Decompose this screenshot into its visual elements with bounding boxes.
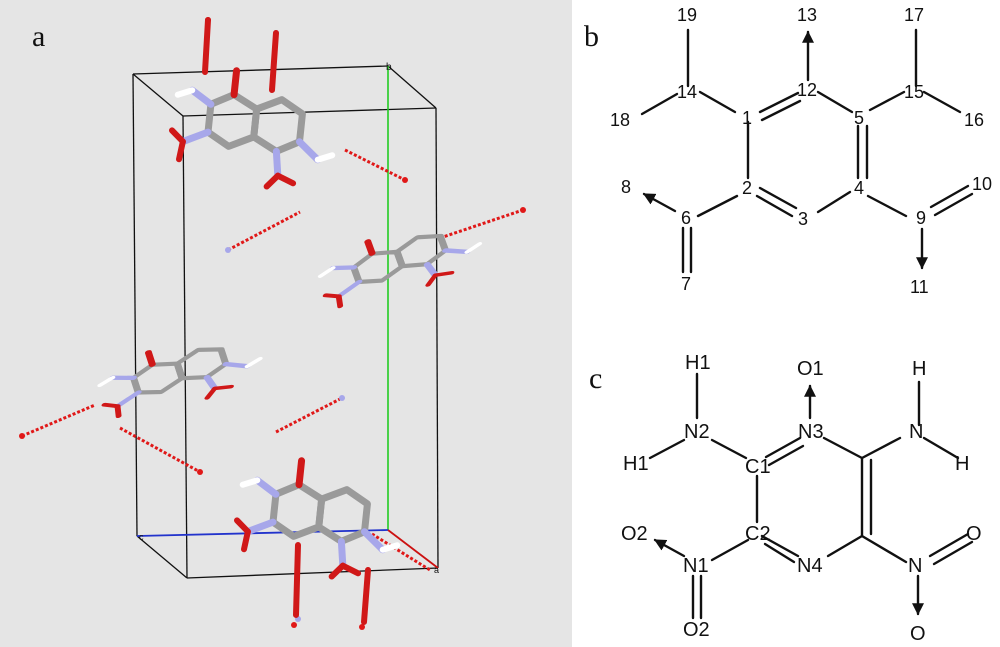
atom-17: 17: [904, 5, 924, 25]
atom-o1: O1: [797, 358, 824, 380]
atom-11: 11: [910, 277, 929, 297]
a-axis-label: a: [434, 565, 439, 575]
hydrogen-bonds: [21, 148, 524, 572]
panel-a-label: a: [32, 20, 46, 53]
atom-o2-left: O2: [621, 523, 648, 545]
panel-b-skeleton: [640, 28, 974, 274]
atom-14: 14: [677, 82, 697, 102]
panel-b-atom-labels: 19 14 18 1 13 12 5 17 15 16 2 4 3 8 6 7 …: [610, 5, 992, 297]
atom-n3: N3: [798, 421, 824, 443]
b-axis-label: b: [386, 62, 392, 73]
atom-n2: N2: [684, 421, 710, 443]
atom-10: 10: [972, 174, 992, 194]
atom-7: 7: [681, 274, 691, 294]
atom-12: 12: [797, 80, 817, 100]
panel-c-label: c: [589, 362, 603, 395]
unit-cell-view: b c a: [19, 17, 526, 630]
atom-n1: N1: [683, 555, 709, 577]
atom-h1-top: H1: [685, 352, 711, 374]
atom-h-top: H: [912, 358, 926, 380]
atom-n-nitro: N: [908, 555, 922, 577]
panel-c-atom-labels: H1 N2 H1 C1 N3 O1 H N H C2 N4 O2 N1 O2 N…: [621, 352, 982, 645]
atom-5: 5: [854, 108, 864, 128]
panel-c-skeleton: [648, 372, 974, 620]
c-axis-label: c: [139, 532, 144, 542]
atom-18: 18: [610, 110, 630, 130]
atom-2: 2: [742, 178, 752, 198]
atom-15: 15: [904, 82, 924, 102]
atom-1: 1: [742, 108, 752, 128]
panel-a-crystal-packing: a: [0, 0, 572, 647]
c-axis-line: [136, 529, 389, 537]
atom-n-amine: N: [909, 421, 923, 443]
atom-o-right: O: [966, 523, 982, 545]
panel-b-label: b: [584, 20, 599, 53]
atom-9: 9: [916, 208, 926, 228]
atom-o-bottom: O: [910, 623, 926, 645]
atom-h-right: H: [955, 453, 969, 475]
atom-13: 13: [797, 5, 817, 25]
atom-3: 3: [798, 209, 808, 229]
atom-4: 4: [854, 178, 864, 198]
unit-cell-box: [132, 65, 439, 579]
atom-16: 16: [964, 110, 984, 130]
atom-8: 8: [621, 177, 631, 197]
atom-n4: N4: [797, 555, 823, 577]
atom-19: 19: [677, 5, 697, 25]
top-bottom-substituents: [202, 17, 371, 625]
atom-c1: C1: [745, 456, 771, 478]
atom-c2: C2: [745, 523, 771, 545]
atom-6: 6: [681, 208, 691, 228]
a-axis-line: [387, 529, 439, 569]
atom-h1-left: H1: [623, 453, 649, 475]
atom-o2-bottom: O2: [683, 619, 710, 641]
